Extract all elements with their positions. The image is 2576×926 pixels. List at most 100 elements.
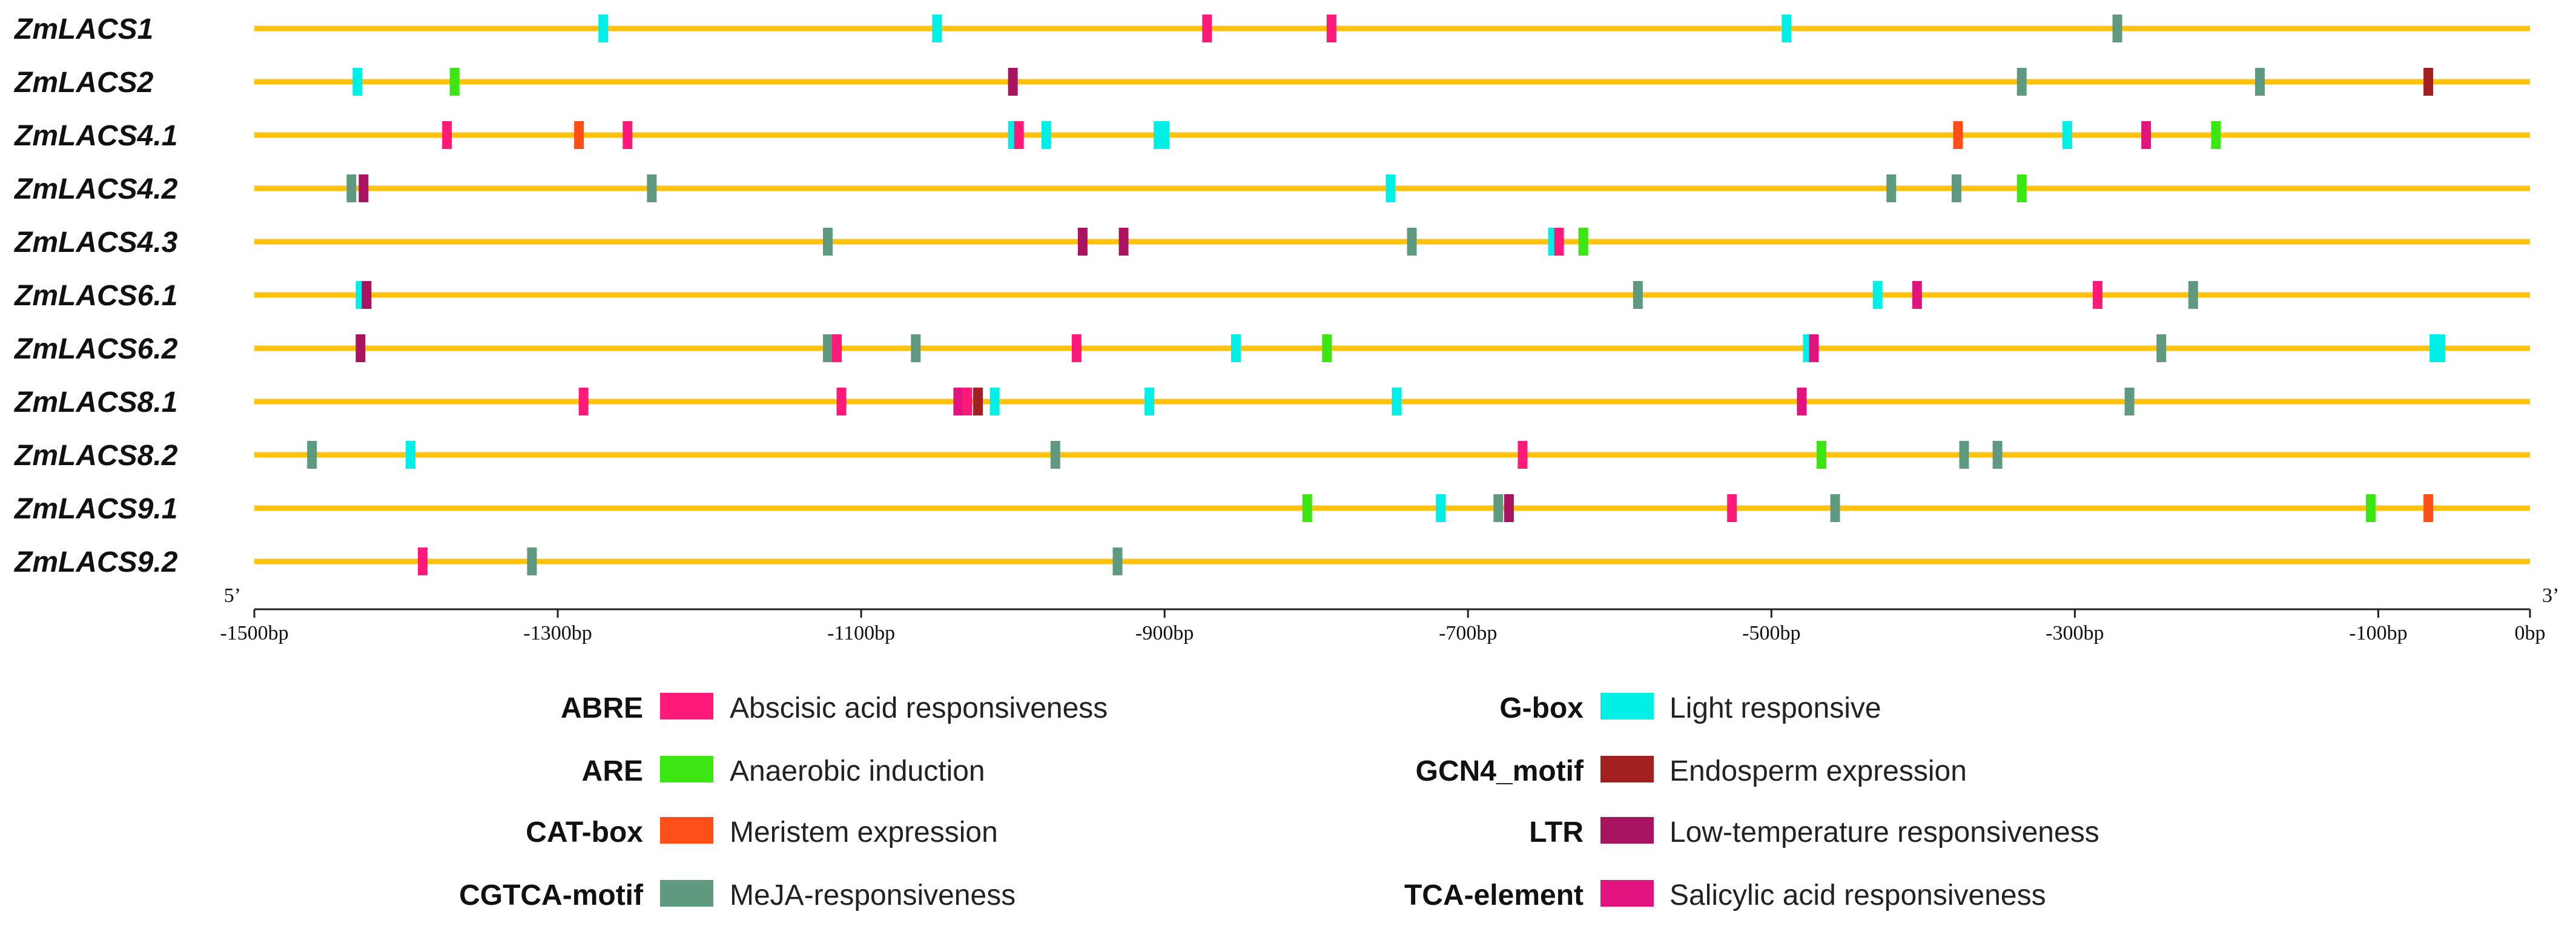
element-mark-ltr [355, 334, 366, 362]
element-mark-g-box [352, 68, 363, 96]
element-mark-ltr [1008, 68, 1018, 96]
element-mark-cgtca-motif [1493, 494, 1504, 522]
element-mark-g-box [406, 441, 416, 469]
axis-tick-label: -700bp [1439, 622, 1497, 644]
element-mark-are [1817, 441, 1827, 469]
element-mark-ltr [362, 281, 372, 309]
element-mark-abre [578, 388, 589, 415]
element-mark-g-box [2429, 334, 2446, 362]
element-mark-cgtca-motif [1830, 494, 1840, 522]
legend-element-name: G-box [1499, 692, 1584, 724]
element-mark-g-box [1782, 15, 1792, 42]
element-mark-cgtca-motif [2255, 68, 2265, 96]
legend-description: Light responsive [1669, 692, 1881, 724]
legend-element-name: TCA-element [1404, 879, 1584, 911]
element-mark-are [2016, 174, 2027, 202]
gene-label: ZmLACS6.2 [13, 333, 178, 365]
element-mark-g-box [2062, 121, 2072, 149]
element-mark-abre [442, 121, 452, 149]
legend-item-g-box: G-box Light responsive [1499, 692, 1881, 724]
legend-swatch [1600, 693, 1654, 719]
legend-description: MeJA-responsiveness [730, 879, 1016, 911]
legend-element-name: GCN4_motif [1416, 755, 1584, 787]
element-mark-cgtca-motif [307, 441, 317, 469]
legend-swatch [660, 756, 713, 782]
five-prime-label: 5’ [224, 584, 241, 607]
gene-label: ZmLACS8.1 [13, 386, 177, 418]
element-mark-g-box [932, 15, 942, 42]
gene-label: ZmLACS9.1 [13, 493, 177, 525]
axis-tick-label: -300bp [2046, 622, 2104, 644]
element-mark-cgtca-motif [1112, 547, 1123, 575]
element-mark-tca-element [1912, 281, 1922, 309]
element-mark-g-box [1041, 121, 1051, 149]
legend-element-name: CAT-box [526, 816, 643, 848]
element-mark-ltr [1504, 494, 1514, 522]
gene-row-zmlacs6-1: ZmLACS6.1 [13, 280, 2530, 312]
legend-swatch [1600, 880, 1654, 907]
legend-item-are: ARE Anaerobic induction [582, 755, 985, 787]
gene-row-zmlacs4-3: ZmLACS4.3 [13, 227, 2530, 259]
legend-item-gcn4-motif: GCN4_motif Endosperm expression [1416, 755, 1967, 787]
gene-row-zmlacs8-2: ZmLACS8.2 [13, 440, 2530, 472]
gene-label: ZmLACS9.2 [13, 546, 178, 578]
gene-label: ZmLACS4.1 [13, 120, 177, 152]
gene-row-zmlacs9-1: ZmLACS9.1 [13, 493, 2530, 525]
element-mark-cgtca-motif [647, 174, 657, 202]
element-mark-are [2211, 121, 2221, 149]
legend-description: Meristem expression [730, 816, 998, 848]
element-mark-cgtca-motif [2124, 388, 2135, 415]
legend-element-name: ABRE [561, 692, 643, 724]
element-mark-tca-element [953, 388, 963, 415]
element-mark-gcn4-motif [973, 388, 983, 415]
gene-row-zmlacs4-1: ZmLACS4.1 [13, 120, 2530, 152]
legend-swatch [1600, 756, 1654, 782]
element-mark-abre [1014, 121, 1024, 149]
element-mark-are [1302, 494, 1312, 522]
element-mark-are [2365, 494, 2376, 522]
legend-description: Endosperm expression [1669, 755, 1967, 787]
element-mark-abre [836, 388, 847, 415]
element-mark-abre [2092, 281, 2102, 309]
element-mark-gcn4-motif [2423, 68, 2434, 96]
axis-tick-label: -1300bp [523, 622, 592, 644]
element-mark-cgtca-motif [911, 334, 921, 362]
element-mark-abre [832, 334, 842, 362]
gene-label: ZmLACS6.1 [13, 280, 177, 312]
element-mark-are [1578, 228, 1588, 256]
element-mark-g-box [1872, 281, 1883, 309]
element-mark-cgtca-motif [823, 334, 833, 362]
legend-description: Salicylic acid responsiveness [1669, 879, 2046, 911]
gene-row-zmlacs4-2: ZmLACS4.2 [13, 173, 2530, 205]
gene-rows: ZmLACS1ZmLACS2ZmLACS4.1ZmLACS4.2ZmLACS4.… [13, 13, 2530, 578]
element-mark-cgtca-motif [2112, 15, 2122, 42]
element-mark-cgtca-motif [1959, 441, 1969, 469]
axis-tick-label: -500bp [1742, 622, 1800, 644]
legend-item-tca-element: TCA-element Salicylic acid responsiveness [1404, 879, 2046, 911]
element-mark-cgtca-motif [1407, 228, 1417, 256]
element-mark-g-box [1230, 334, 1241, 362]
gene-label: ZmLACS4.2 [13, 173, 178, 205]
element-mark-are [1322, 334, 1332, 362]
element-mark-abre [1518, 441, 1528, 469]
element-mark-cgtca-motif [823, 228, 833, 256]
element-mark-abre [1202, 15, 1212, 42]
element-mark-g-box [1144, 388, 1155, 415]
legend-element-name: ARE [582, 755, 643, 787]
element-mark-g-box [1385, 174, 1396, 202]
axis-tick-label: 0bp [2515, 622, 2546, 644]
element-mark-g-box [989, 388, 1000, 415]
legend-item-cat-box: CAT-box Meristem expression [526, 816, 998, 848]
legend-description: Anaerobic induction [730, 755, 985, 787]
legend-swatch [660, 693, 713, 719]
element-mark-ltr [1118, 228, 1129, 256]
element-mark-cat-box [1953, 121, 1963, 149]
element-mark-g-box [1154, 121, 1170, 149]
position-axis: -1500bp-1300bp-1100bp-900bp-700bp-500bp-… [220, 584, 2559, 644]
element-mark-cat-box [2423, 494, 2434, 522]
element-mark-g-box [1436, 494, 1446, 522]
